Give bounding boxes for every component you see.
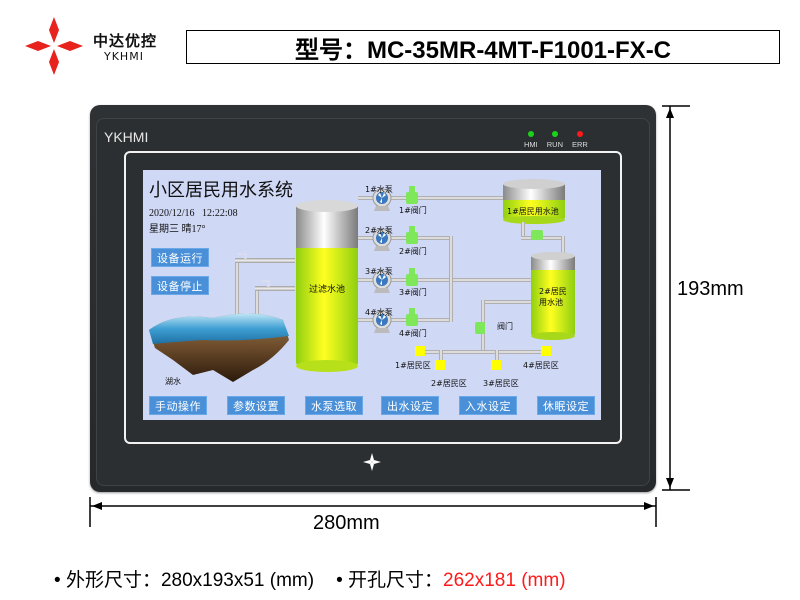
led-dot-icon bbox=[527, 131, 534, 137]
bullet-icon: • bbox=[336, 570, 349, 591]
height-dimension: 193mm bbox=[677, 278, 744, 300]
ykhmi-logo-icon bbox=[25, 17, 83, 75]
cutout-size-value: 262x181 (mm) bbox=[443, 570, 566, 591]
brand-name-english: YKHMI bbox=[104, 50, 144, 63]
pump-3-label: 3#水泵 bbox=[365, 267, 393, 276]
tank-2-label-line2: 用水池 bbox=[539, 298, 563, 307]
pumps bbox=[372, 188, 392, 333]
valve-3-label: 3#阀门 bbox=[399, 288, 427, 297]
tank-1-label: 1#居民用水池 bbox=[507, 207, 559, 216]
device-brand-label: YKHMI bbox=[104, 129, 149, 145]
district-2-label: 2#居民区 bbox=[431, 379, 467, 388]
main-valve-label: 阀门 bbox=[497, 322, 513, 331]
valve-4-label: 4#阀门 bbox=[399, 329, 427, 338]
weekday-weather: 星期三 晴17° bbox=[149, 224, 206, 235]
pump-4-label: 4#水泵 bbox=[365, 308, 393, 317]
outflow-settings-button[interactable]: 出水设定 bbox=[381, 396, 439, 415]
led-dot-icon bbox=[576, 131, 583, 137]
filter-tank-label: 过滤水池 bbox=[309, 285, 346, 295]
bullet-icon: • bbox=[54, 570, 66, 591]
device-run-button[interactable]: 设备运行 bbox=[151, 248, 209, 267]
manual-operation-button[interactable]: 手动操作 bbox=[149, 396, 207, 415]
model-number: 型号：MC-35MR-4MT-F1001-FX-C bbox=[186, 30, 780, 64]
screen-title: 小区居民用水系统 bbox=[149, 180, 293, 201]
lake-label: 湖水 bbox=[165, 377, 181, 386]
pump-2-label: 2#水泵 bbox=[365, 226, 393, 235]
home-button-icon[interactable] bbox=[362, 452, 382, 472]
width-dimension: 280mm bbox=[313, 512, 380, 534]
sleep-settings-button[interactable]: 休眠设定 bbox=[537, 396, 595, 415]
valve-2-label: 2#阀门 bbox=[399, 247, 427, 256]
led-hmi: HMI bbox=[524, 131, 538, 149]
led-err: ERR bbox=[572, 131, 588, 149]
process-diagram bbox=[149, 179, 575, 382]
led-run: RUN bbox=[547, 131, 563, 149]
led-dot-icon bbox=[551, 131, 558, 137]
hmi-screen: 小区居民用水系统 2020/12/16 12:22:08 星期三 晴17° 设备… bbox=[143, 170, 601, 420]
parameter-settings-button[interactable]: 参数设置 bbox=[227, 396, 285, 415]
outer-size-value: 280x193x51 (mm) bbox=[160, 570, 315, 591]
district-4-label: 4#居民区 bbox=[523, 361, 559, 370]
pump-1-label: 1#水泵 bbox=[365, 185, 393, 194]
valve-1-label: 1#阀门 bbox=[399, 206, 427, 215]
date-time: 2020/12/16 12:22:08 bbox=[149, 208, 238, 219]
status-leds: HMI RUN ERR bbox=[524, 131, 588, 149]
pump-select-button[interactable]: 水泵选取 bbox=[305, 396, 363, 415]
device-stop-button[interactable]: 设备停止 bbox=[151, 276, 209, 295]
specs-line: • 外形尺寸：280x193x51 (mm) • 开孔尺寸：262x181 (mm… bbox=[54, 565, 566, 592]
outer-size-label: 外形尺寸： bbox=[65, 570, 161, 591]
brand-name-chinese: 中达优控 bbox=[93, 32, 158, 50]
inflow-settings-button[interactable]: 入水设定 bbox=[459, 396, 517, 415]
cutout-size-label: 开孔尺寸： bbox=[348, 570, 444, 591]
district-3-label: 3#居民区 bbox=[483, 379, 519, 388]
district-1-label: 1#居民区 bbox=[395, 361, 431, 370]
tank-2-label-line1: 2#居民 bbox=[539, 287, 567, 296]
